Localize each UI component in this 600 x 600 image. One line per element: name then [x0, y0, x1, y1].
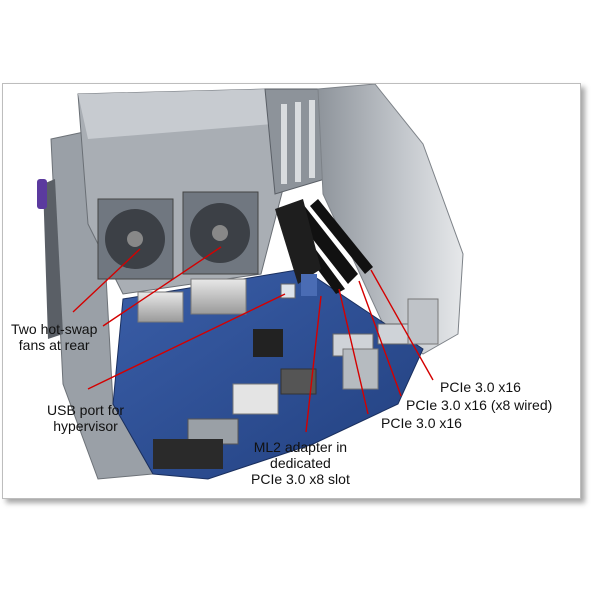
usb-callout: USB port for hypervisor: [47, 402, 124, 434]
chipset: [253, 329, 283, 357]
rear-pci-brackets: [264, 88, 326, 195]
ml2-label-line1: ML2 adapter in: [253, 439, 348, 455]
pcie-b-label: PCIe 3.0 x16 (x8 wired): [406, 397, 553, 413]
fans-callout: Two hot-swap fans at rear: [11, 321, 97, 353]
ml2-label-line2: dedicated: [270, 455, 331, 471]
pcie-a-label: PCIe 3.0 x16: [440, 379, 521, 395]
heatsink: [190, 278, 247, 315]
usb-label-line1: USB port for: [47, 402, 125, 418]
motherboard: [112, 199, 424, 480]
photo-frame: Two hot-swap fans at rear USB port for h…: [2, 83, 581, 499]
ml2-callout: ML2 adapter in dedicated PCIe 3.0 x8 slo…: [251, 439, 350, 487]
fans-label-line2: fans at rear: [18, 337, 90, 353]
callout-lines: [72, 246, 434, 433]
latch-icon: [37, 179, 47, 209]
usb-port: [280, 283, 296, 299]
ml2-label-line3: PCIe 3.0 x8 slot: [251, 471, 350, 487]
heatsink: [137, 291, 184, 323]
pcie-c-label: PCIe 3.0 x16: [381, 415, 462, 431]
server-photo: [37, 84, 464, 480]
pcie-slot-b: [310, 199, 373, 274]
usb-label-line2: hypervisor: [53, 418, 118, 434]
fan-cage: [77, 88, 284, 295]
ml2-adapter: [275, 199, 321, 284]
fans-label-line1: Two hot-swap: [11, 321, 98, 337]
